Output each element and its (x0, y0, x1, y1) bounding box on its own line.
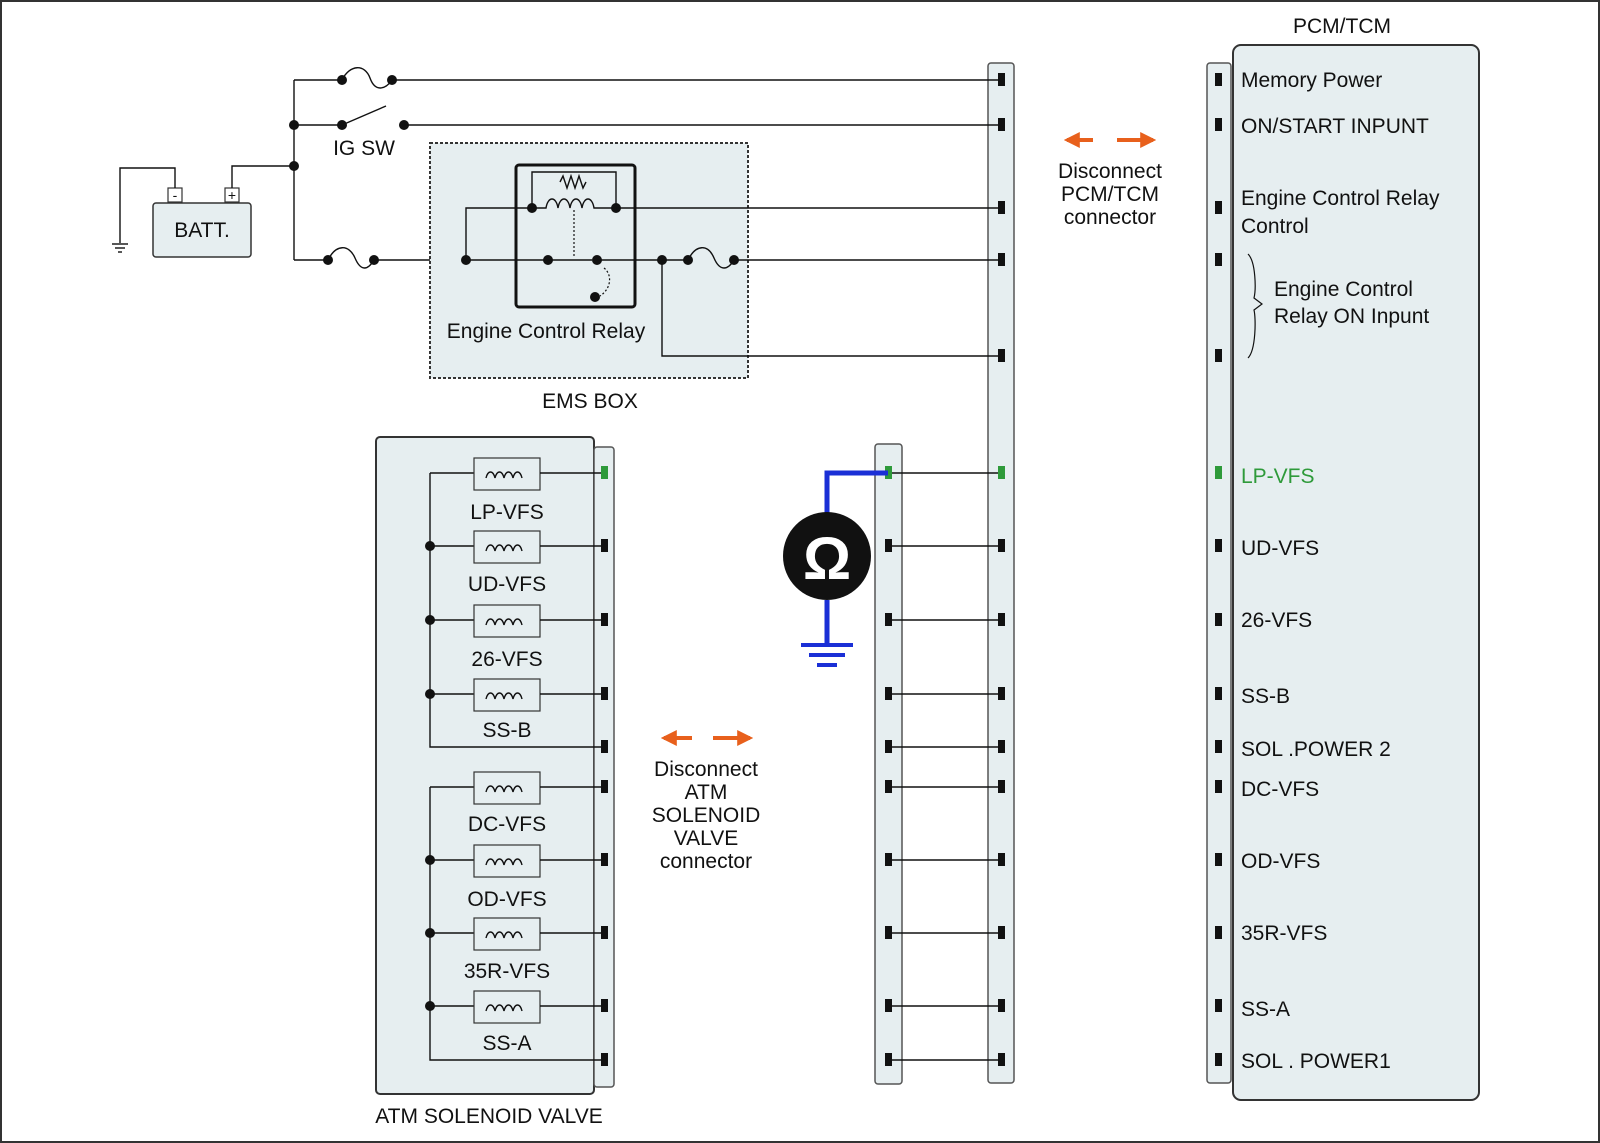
pin-label-dc-vfs: DC-VFS (1241, 778, 1319, 801)
coil-icon (485, 1004, 523, 1012)
pin-label-26-vfs: 26-VFS (1241, 609, 1312, 632)
pin-label-sol-power-1: SOL . POWER1 (1241, 1050, 1391, 1073)
ems-box-label: EMS BOX (542, 390, 638, 413)
atm-harness-pins (885, 466, 892, 1066)
pin-label-ecr-on: Engine Control (1274, 278, 1413, 301)
disconnect-pcm-line-2: PCM/TCM (1061, 183, 1159, 206)
disconnect-atm-line-1: Disconnect (654, 758, 758, 781)
coil-icon (485, 618, 523, 626)
ig-switch-label: IG SW (333, 137, 395, 160)
pcm-harness-pins (998, 73, 1005, 1066)
disconnect-atm-line-3: SOLENOID (652, 804, 761, 827)
pin-label-lp-vfs: LP-VFS (1241, 465, 1315, 488)
ems-box: Engine Control Relay (429, 142, 1000, 379)
solenoid-coil: 26-VFS (425, 604, 607, 671)
solenoid-coil: 35R-VFS (425, 917, 607, 983)
coil-icon (485, 471, 523, 479)
coil-label-dc: DC-VFS (468, 813, 546, 836)
solenoid-coil: DC-VFS (430, 771, 607, 836)
pin-label-sol-power-2: SOL .POWER 2 (1241, 738, 1391, 761)
pcm-pin-labels: Memory Power ON/START INPUNT Engine Cont… (1241, 69, 1440, 1073)
coil-label-35r: 35R-VFS (464, 960, 550, 983)
ems-fuse-icon (687, 247, 735, 269)
coil-label-lp: LP-VFS (470, 501, 544, 524)
relay-resistor-icon (559, 173, 587, 191)
pcm-connector-strip (1206, 62, 1232, 1084)
relay-fuse-icon (327, 247, 375, 269)
pin-label-memory-power: Memory Power (1241, 69, 1382, 92)
coil-label-od: OD-VFS (467, 888, 546, 911)
coil-label-26: 26-VFS (471, 648, 542, 671)
pin-label-ecr-on-2: Relay ON Inpunt (1274, 305, 1429, 328)
atm-harness-connector (874, 443, 903, 1085)
coil-icon (485, 692, 523, 700)
battery-ground-icon (112, 243, 128, 253)
coil-icon (485, 858, 523, 866)
power-section: BATT. - + IG SW (112, 67, 1000, 269)
solenoid-connector-strip (593, 446, 615, 1088)
pcm-module-pins (1215, 73, 1222, 1066)
pin-label-ecr-control: Engine Control Relay (1241, 187, 1440, 210)
solenoid-coil: LP-VFS (430, 457, 607, 524)
pcm-title: PCM/TCM (1293, 15, 1391, 38)
coil-label-ud: UD-VFS (468, 573, 546, 596)
coil-icon (485, 931, 523, 939)
disconnect-atm-callout: Disconnect ATM SOLENOID VALVE connector (652, 730, 761, 873)
pin-label-ss-a: SS-A (1241, 998, 1290, 1021)
relay-label: Engine Control Relay (447, 320, 646, 343)
solenoid-coil: UD-VFS (425, 530, 607, 596)
solenoid-coil: SS-B (425, 678, 607, 742)
disconnect-atm-line-4: VALVE (674, 827, 739, 850)
coil-label-ssb: SS-B (482, 719, 531, 742)
pin-label-od-vfs: OD-VFS (1241, 850, 1320, 873)
solenoid-coil: OD-VFS (425, 844, 607, 911)
battery-minus-label: - (173, 187, 178, 203)
ohm-symbol: Ω (803, 525, 851, 592)
pcm-panel (1232, 44, 1480, 1101)
battery (152, 202, 252, 258)
solenoid-pin-lp (601, 466, 608, 479)
harness-wires (888, 472, 1000, 1061)
pin-label-ud-vfs: UD-VFS (1241, 537, 1319, 560)
disconnect-atm-line-5: connector (660, 850, 752, 873)
ohmmeter-icon (783, 512, 871, 600)
solenoid-title: ATM SOLENOID VALVE (375, 1105, 603, 1128)
memory-fuse-icon (341, 67, 393, 89)
disconnect-pcm-line-3: connector (1064, 206, 1156, 229)
battery-plus-wire (231, 165, 294, 188)
ohmmeter: Ω (783, 470, 888, 667)
coil-label-ssa: SS-A (482, 1032, 531, 1055)
relay-on-wire-2 (661, 260, 1000, 357)
coil-icon (485, 544, 523, 552)
pcm-tcm-module: PCM/TCM (1206, 15, 1480, 1101)
pin-label-on-start: ON/START INPUNT (1241, 115, 1429, 138)
pin-label-35r-vfs: 35R-VFS (1241, 922, 1327, 945)
battery-plus-label: + (228, 187, 236, 203)
disconnect-pcm-callout: Disconnect PCM/TCM connector (1058, 132, 1162, 229)
coil-icon (485, 785, 523, 793)
disconnect-pcm-line-1: Disconnect (1058, 160, 1162, 183)
pin-label-ecr-control-2: Control (1241, 215, 1309, 238)
meter-ground-icon (801, 643, 853, 667)
pcm-harness-connector (987, 62, 1015, 1084)
battery-ground-wire (119, 167, 176, 243)
disconnect-atm-line-2: ATM (685, 781, 728, 804)
engine-control-relay (514, 163, 637, 309)
atm-solenoid-valve: LP-VFS UD-VFS 26-VFS SS-B (375, 436, 615, 1095)
meter-probe-wire (824, 470, 888, 516)
solenoid-coil: SS-A (425, 990, 607, 1055)
relay-coil-icon (532, 198, 616, 209)
pin-label-ss-b: SS-B (1241, 685, 1290, 708)
battery-label: BATT. (174, 219, 230, 242)
ig-switch-icon (341, 105, 387, 126)
brace-icon (1247, 253, 1263, 359)
